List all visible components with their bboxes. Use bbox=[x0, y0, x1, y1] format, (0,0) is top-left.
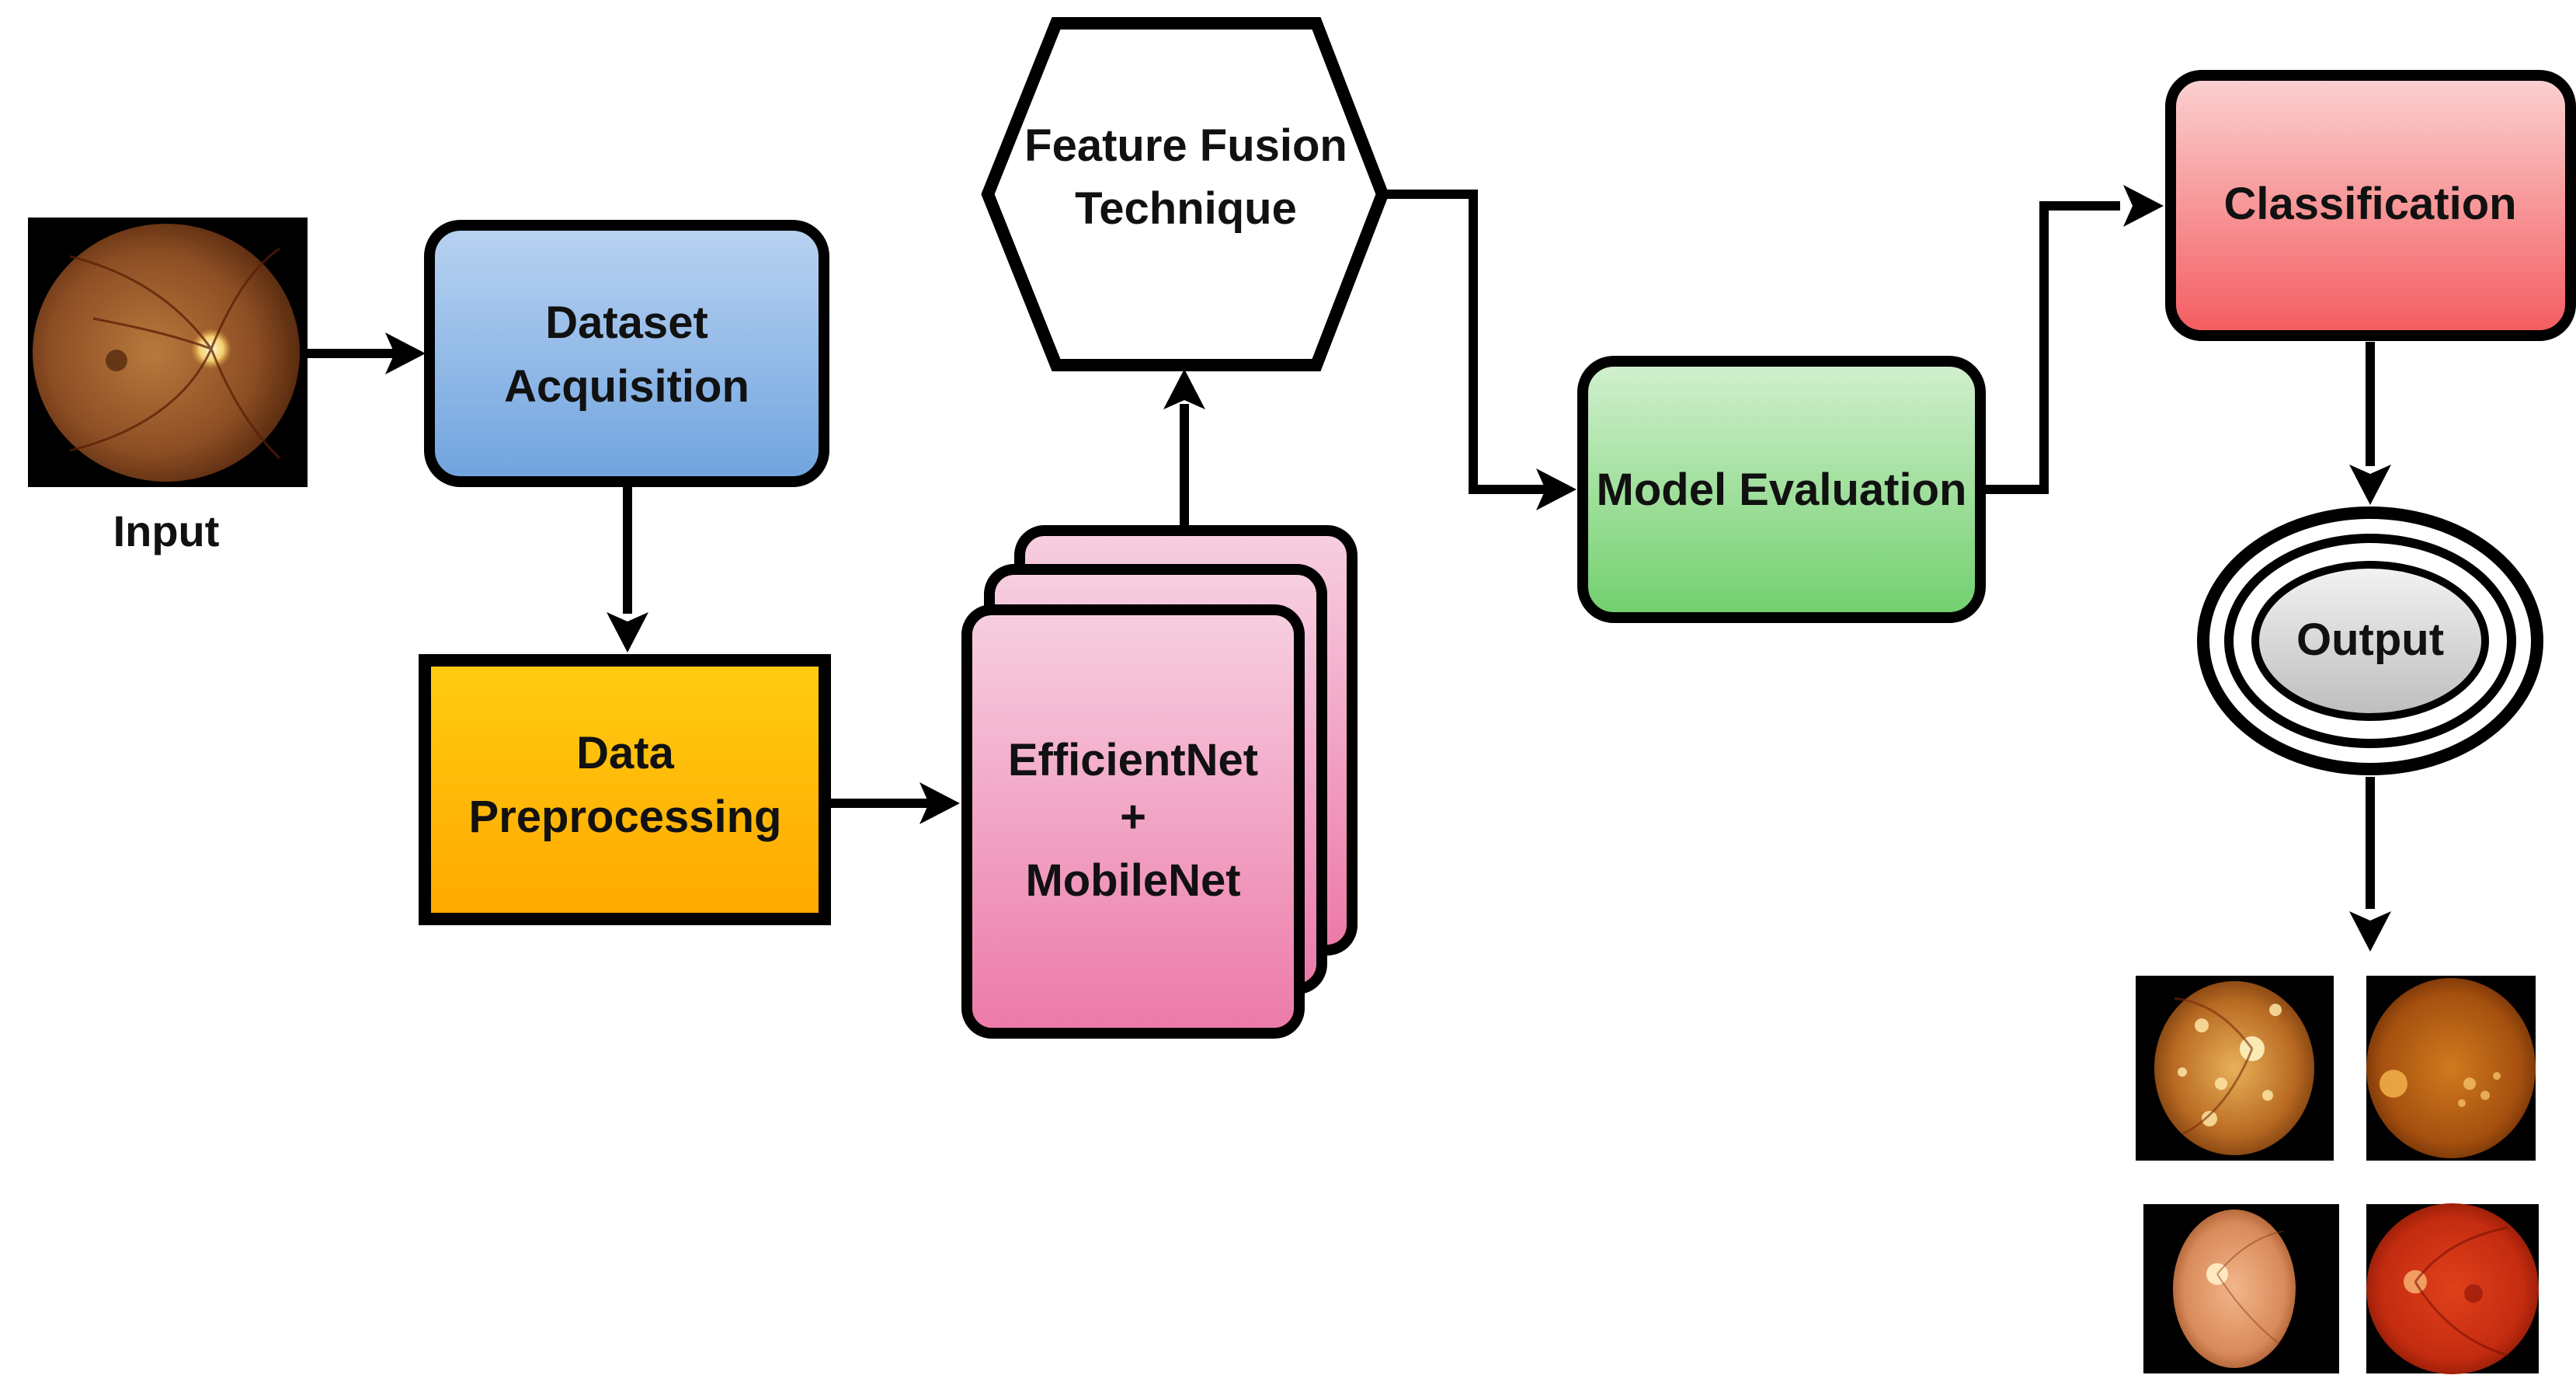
arrow-fusion-to-evaluation bbox=[1386, 190, 1545, 494]
arrowheads bbox=[385, 185, 2391, 952]
model-evaluation-node: Model Evaluation bbox=[1577, 356, 1986, 623]
input-image bbox=[28, 218, 308, 487]
data-preprocessing-line2: Preprocessing bbox=[469, 792, 782, 842]
backbone-line2: + bbox=[1120, 792, 1146, 842]
output-image-2 bbox=[2366, 976, 2536, 1161]
output-image-4 bbox=[2366, 1203, 2539, 1374]
output-label: Output bbox=[2296, 614, 2444, 665]
classification-node: Classification bbox=[2165, 70, 2576, 341]
feature-fusion-line1: Feature Fusion bbox=[1024, 120, 1347, 171]
output-images bbox=[2136, 976, 2539, 1374]
feature-fusion-line2: Technique bbox=[1075, 183, 1297, 234]
arrow-evaluation-to-classification bbox=[1984, 201, 2120, 494]
model-evaluation-label: Model Evaluation bbox=[1597, 465, 1967, 515]
dataset-acquisition-node: Dataset Acquisition bbox=[424, 220, 829, 487]
input-label: Input bbox=[113, 507, 220, 555]
output-image-1 bbox=[2136, 976, 2334, 1161]
backbone-line3: MobileNet bbox=[1025, 855, 1240, 906]
connectors bbox=[308, 190, 2375, 909]
retina-fundus-icon bbox=[2173, 1210, 2296, 1368]
backbone-line1: EfficientNet bbox=[1008, 735, 1258, 785]
data-preprocessing-line1: Data bbox=[576, 728, 674, 778]
backbone-stack: EfficientNet + MobileNet bbox=[961, 525, 1358, 1039]
feature-fusion-node: Feature Fusion Technique bbox=[981, 17, 1389, 371]
data-preprocessing-node: Data Preprocessing bbox=[419, 654, 831, 925]
retina-fundus-icon bbox=[2366, 978, 2536, 1158]
dataset-acquisition-line2: Acquisition bbox=[504, 361, 749, 412]
retina-fundus-icon bbox=[33, 224, 300, 482]
output-node: Output bbox=[2197, 507, 2543, 775]
retina-fundus-icon bbox=[2154, 981, 2314, 1155]
backbone-card-front bbox=[961, 604, 1305, 1039]
dataset-acquisition-line1: Dataset bbox=[545, 298, 708, 348]
output-image-3 bbox=[2143, 1204, 2339, 1373]
classification-label: Classification bbox=[2223, 179, 2516, 229]
retina-fundus-icon bbox=[2366, 1203, 2539, 1374]
